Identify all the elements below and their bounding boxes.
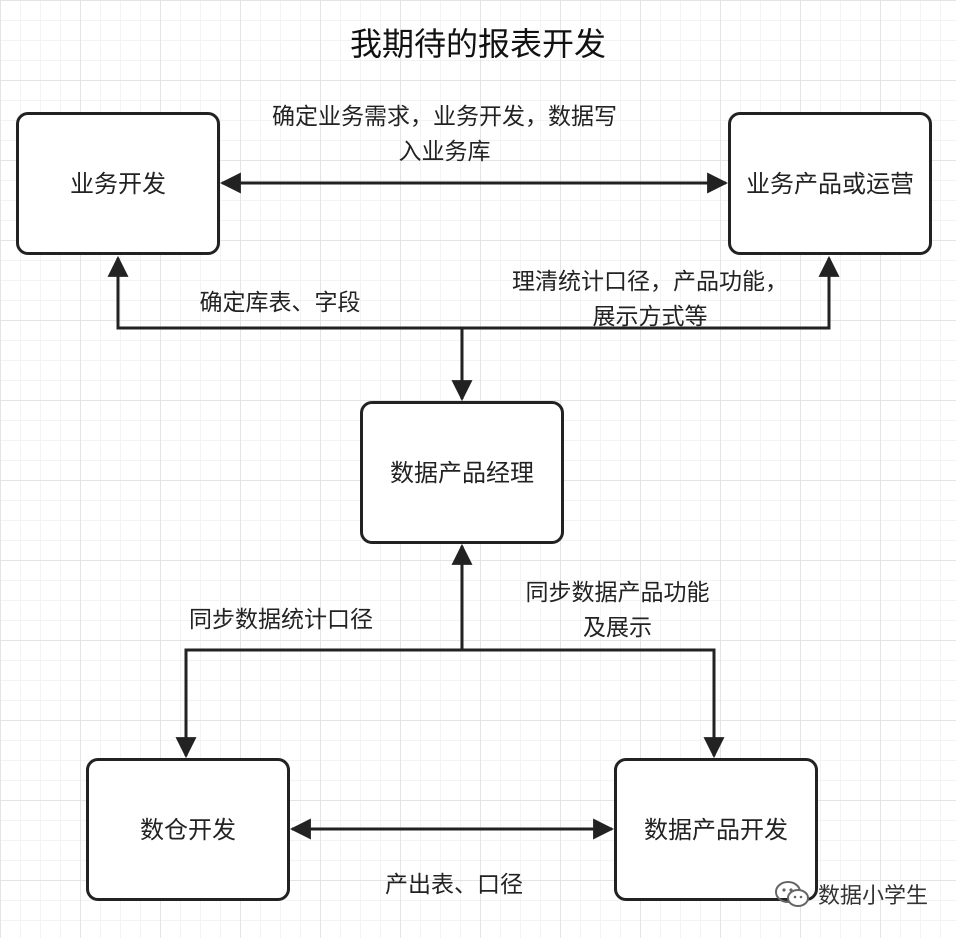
edge-label-right-mid: 理清统计口径，产品功能，展示方式等 [512, 269, 788, 330]
node-data-warehouse-dev: 数仓开发 [86, 758, 290, 901]
node-business-product-ops: 业务产品或运营 [728, 112, 932, 255]
node-data-warehouse-dev-label: 数仓开发 [140, 815, 236, 844]
node-data-product-dev: 数据产品开发 [614, 758, 818, 901]
edge-label-left-mid: 确定库表、字段 [199, 290, 361, 316]
watermark: 数据小学生 [774, 878, 928, 910]
node-data-product-dev-label: 数据产品开发 [644, 815, 788, 844]
connector-fork-to-dw-dev [175, 648, 462, 759]
connector-pm-to-biz-dev [107, 255, 462, 330]
edge-label-lower-left: 同步数据统计口径 [189, 607, 373, 633]
connector-pm-to-biz-ops [462, 255, 840, 330]
edge-label-top: 确定业务需求，业务开发，数据写入业务库 [272, 104, 617, 165]
diagram-title: 我期待的报表开发 [349, 25, 606, 63]
edge-label-bottom: 产出表、口径 [385, 872, 523, 898]
edge-label-lower-right: 同步数据产品功能及展示 [525, 580, 710, 641]
node-data-product-manager: 数据产品经理 [360, 401, 564, 544]
node-business-dev: 业务开发 [16, 112, 220, 255]
node-business-product-ops-label: 业务产品或运营 [746, 169, 914, 198]
wechat-icon [774, 881, 809, 907]
node-business-dev-label: 业务开发 [70, 169, 166, 198]
node-data-product-manager-label: 数据产品经理 [390, 458, 534, 487]
watermark-text: 数据小学生 [817, 884, 928, 909]
connector-fork-to-dp-dev [462, 648, 725, 759]
